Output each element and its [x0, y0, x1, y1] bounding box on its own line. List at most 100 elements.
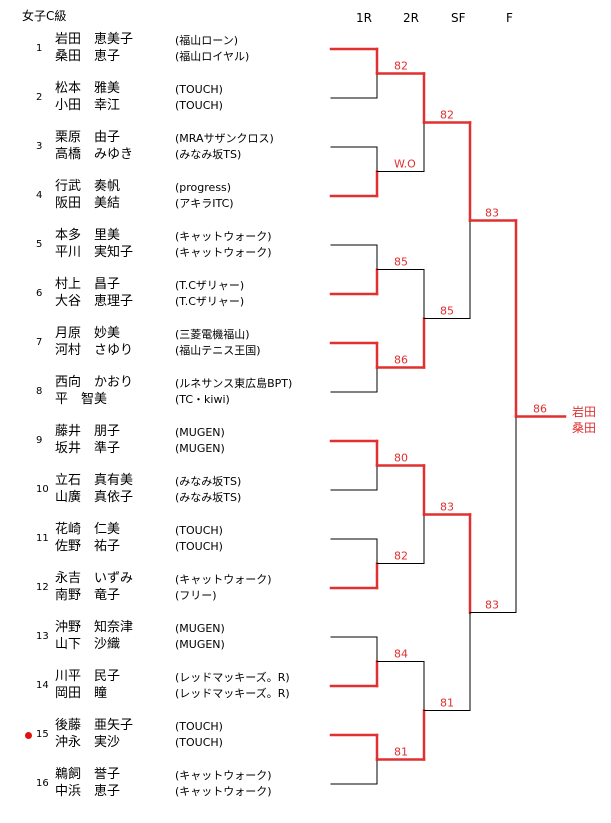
club-name: (アキラITC)	[175, 197, 234, 210]
player-name: 花崎 仁美	[55, 522, 121, 537]
seed-number: 16	[36, 778, 49, 789]
seed-number: 10	[36, 484, 49, 495]
score-label: 81	[440, 697, 454, 710]
club-name: (キャットウォーク)	[175, 785, 272, 798]
seed-number: 5	[36, 239, 43, 250]
player-name: 小田 幸江	[55, 98, 121, 113]
club-name: (みなみ坂TS)	[175, 491, 242, 504]
club-name: (ルネサンス東広島BPT)	[175, 377, 293, 390]
seed-number: 4	[36, 190, 43, 201]
player-name: 岡田 瞳	[55, 686, 108, 701]
player-name: 河村 さゆり	[55, 343, 134, 358]
player-name: 鵜飼 誉子	[55, 767, 121, 782]
club-name: (TOUCH)	[175, 83, 223, 96]
draw-title: 女子C級	[22, 9, 67, 23]
player-name: 沖野 知奈津	[55, 620, 134, 635]
seed-number: 8	[36, 386, 43, 397]
club-name: (TC・kiwi)	[175, 393, 230, 406]
score-label: 85	[440, 305, 454, 318]
player-name: 大谷 恵理子	[55, 294, 134, 309]
club-name: (フリー)	[175, 589, 217, 602]
score-label: 83	[485, 599, 499, 612]
club-name: (レッドマッキーズ。R)	[175, 687, 290, 700]
club-name: (みなみ坂TS)	[175, 475, 242, 488]
club-name: (MUGEN)	[175, 622, 225, 635]
club-name: (福山ローン)	[175, 34, 239, 47]
seed-number: 7	[36, 337, 43, 348]
club-name: (三菱電機福山)	[175, 328, 250, 341]
seed-number: 9	[36, 435, 43, 446]
player-name: 栗原 由子	[55, 130, 121, 145]
score-label: 82	[394, 60, 408, 73]
score-label: 84	[394, 648, 408, 661]
player-name: 村上 昌子	[55, 277, 121, 292]
club-name: (レッドマッキーズ。R)	[175, 671, 290, 684]
seed-number: 6	[36, 288, 43, 299]
player-name: 立石 真有美	[55, 473, 134, 488]
player-name: 山下 沙織	[55, 637, 121, 652]
player-name: 阪田 美結	[55, 196, 121, 211]
score-label: 82	[440, 109, 454, 122]
club-name: (T.Cザリャー)	[175, 279, 245, 292]
player-name: 南野 竜子	[55, 588, 121, 603]
player-name: 佐野 祐子	[55, 539, 121, 554]
club-name: (TOUCH)	[175, 720, 223, 733]
seed-number: 11	[36, 533, 49, 544]
club-name: (福山ロイヤル)	[175, 50, 250, 63]
seed-marker-dot	[25, 732, 32, 739]
club-name: (MUGEN)	[175, 638, 225, 651]
score-label: 81	[394, 746, 408, 759]
player-name: 後藤 亜矢子	[55, 718, 134, 733]
seed-number: 1	[36, 43, 43, 54]
player-name: 松本 雅美	[55, 81, 121, 96]
club-name: (キャットウォーク)	[175, 769, 272, 782]
player-name: 中浜 恵子	[55, 784, 121, 799]
score-label: 80	[394, 452, 408, 465]
club-name: (TOUCH)	[175, 736, 223, 749]
club-name: (TOUCH)	[175, 524, 223, 537]
player-name: 川平 民子	[55, 669, 121, 684]
player-name: 高橋 みゆき	[55, 147, 134, 162]
club-name: (progress)	[175, 181, 232, 194]
seed-number: 3	[36, 141, 43, 152]
club-name: (キャットウォーク)	[175, 246, 272, 259]
score-label: 85	[394, 256, 408, 269]
round-header-f: F	[506, 11, 513, 25]
player-name: 月原 妙美	[55, 326, 121, 341]
player-name: 坂井 準子	[55, 441, 121, 456]
round-header-2r: 2R	[403, 11, 419, 25]
player-name: 岩田 恵美子	[55, 32, 134, 47]
round-header-sf: SF	[451, 11, 466, 25]
club-name: (MUGEN)	[175, 426, 225, 439]
player-name: 桑田 恵子	[55, 49, 121, 64]
score-label: 82	[394, 550, 408, 563]
club-name: (TOUCH)	[175, 99, 223, 112]
player-name: 行武 奏帆	[55, 179, 121, 194]
seed-number: 12	[36, 582, 49, 593]
club-name: (MUGEN)	[175, 442, 225, 455]
score-label: 86	[533, 403, 547, 416]
seed-number: 2	[36, 92, 43, 103]
player-name: 西向 かおり	[55, 375, 134, 390]
club-name: (みなみ坂TS)	[175, 148, 242, 161]
club-name: (キャットウォーク)	[175, 573, 272, 586]
round-header-1r: 1R	[356, 11, 372, 25]
player-name: 沖永 実沙	[55, 735, 121, 750]
score-label: W.O	[394, 158, 416, 171]
club-name: (キャットウォーク)	[175, 230, 272, 243]
player-name: 本多 里美	[55, 228, 121, 243]
club-name: (福山テニス王国)	[175, 344, 261, 357]
club-name: (T.Cザリャー)	[175, 295, 245, 308]
player-name: 平川 実知子	[55, 245, 134, 260]
player-name: 山廣 真依子	[55, 490, 134, 505]
champion-name-1: 岩田	[572, 405, 597, 419]
player-name: 平 智美	[55, 392, 108, 407]
seed-number: 13	[36, 631, 49, 642]
score-label: 83	[485, 207, 499, 220]
champion-name-2: 桑田	[572, 421, 597, 435]
score-label: 86	[394, 354, 408, 367]
player-name: 藤井 朋子	[55, 424, 121, 439]
club-name: (MRAサザンクロス)	[175, 132, 274, 145]
seed-number: 15	[36, 729, 49, 740]
